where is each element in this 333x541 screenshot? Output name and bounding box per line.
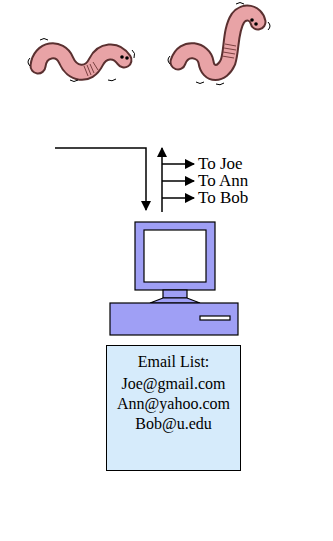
recipient-label: To Bob [198,189,248,207]
worm [168,3,270,85]
incoming-arrow [55,148,146,210]
recipient-label: To Joe [198,155,243,173]
email-address: Bob@u.edu [115,414,232,434]
recipient-label: To Ann [198,172,248,190]
computer [110,222,238,335]
worm [28,39,135,82]
email-address: Ann@yahoo.com [115,394,232,414]
email-address: Joe@gmail.com [115,374,232,394]
outgoing-arrows [162,148,194,212]
email-list-box: Email List:Joe@gmail.comAnn@yahoo.comBob… [106,345,241,471]
list-heading: Email List: [115,352,232,372]
